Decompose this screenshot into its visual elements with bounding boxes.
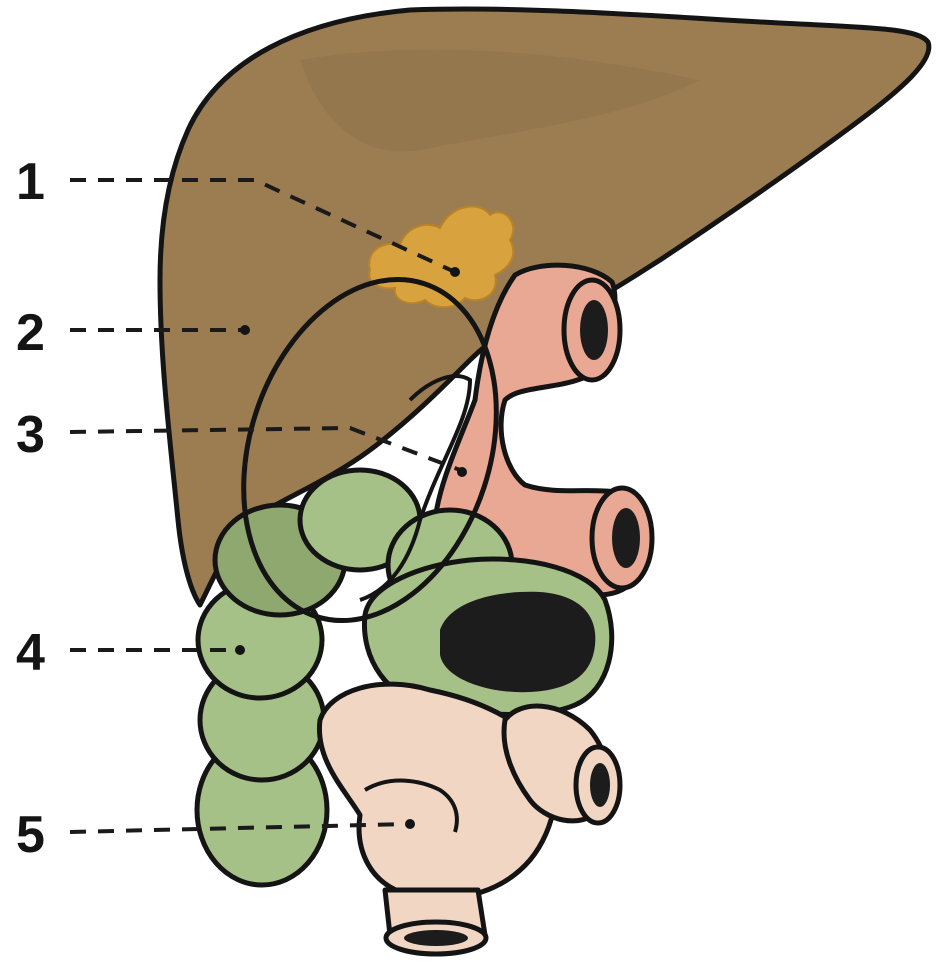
colon-lumen xyxy=(440,592,595,692)
intestine-lumen-right xyxy=(590,763,610,807)
stomach-lumen-lower xyxy=(612,508,640,568)
callout-4: 4 xyxy=(16,624,45,682)
callout-3: 3 xyxy=(16,406,45,464)
leader-dot-3 xyxy=(457,467,467,477)
leader-dot-5 xyxy=(405,819,415,829)
callout-2: 2 xyxy=(16,304,45,362)
leader-dot-4 xyxy=(235,645,245,655)
callout-1: 1 xyxy=(16,153,45,211)
intestine-lumen-bottom xyxy=(404,930,468,946)
callout-5: 5 xyxy=(16,806,45,864)
leader-dot-2 xyxy=(240,325,250,335)
stomach-lumen-upper xyxy=(580,300,608,360)
leader-dot-1 xyxy=(450,267,460,277)
